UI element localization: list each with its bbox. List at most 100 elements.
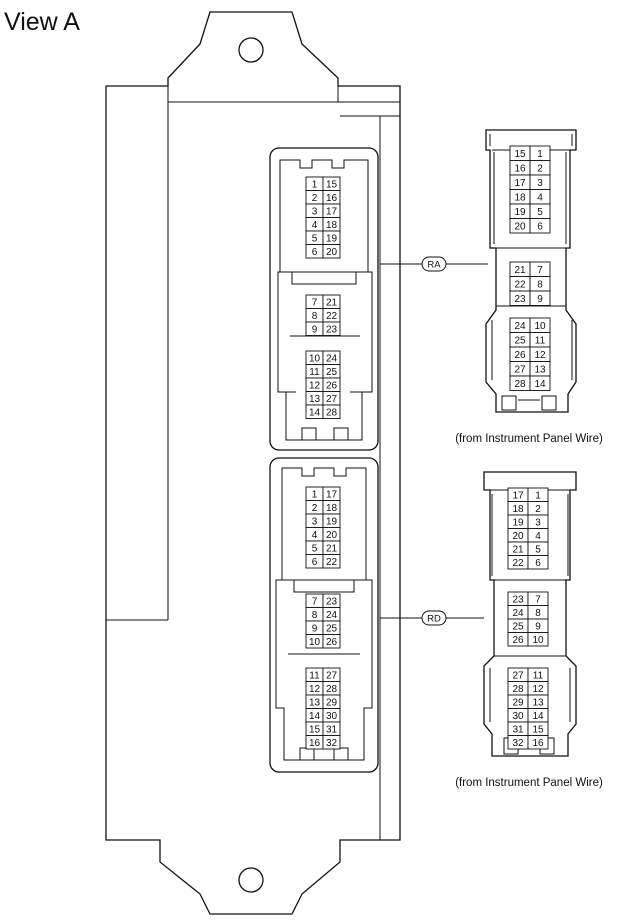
ecu-ra-pin-number: 15 — [326, 179, 338, 190]
ecu-ra-pin-number: 6 — [312, 247, 318, 258]
ecu-ra-pin-number: 7 — [312, 297, 318, 308]
ecu-ra-pin-number: 14 — [309, 407, 321, 418]
harness-ra-pin-number: 10 — [534, 321, 546, 332]
harness-rd-pin-number: 9 — [535, 621, 541, 632]
ecu-rd-pin-number: 28 — [326, 684, 338, 695]
ecu-rd-pin-number: 12 — [309, 684, 321, 695]
ecu-rd-pin-number: 13 — [309, 697, 321, 708]
ecu-rd-pin-number: 4 — [312, 530, 318, 541]
harness-rd-pin-number: 13 — [532, 697, 544, 708]
ecu-ra-pin-number: 1 — [312, 179, 318, 190]
harness-rd-pin-number: 5 — [535, 544, 541, 555]
harness-ra-pin-number: 6 — [537, 222, 543, 233]
ecu-rd-pin-number: 31 — [326, 724, 338, 735]
harness-ra-pin-number: 24 — [514, 321, 526, 332]
ecu-ra-pin-number: 5 — [312, 233, 318, 244]
mounting-hole-top — [238, 37, 264, 63]
harness-rd-pin-number: 29 — [512, 697, 524, 708]
harness-rd-pin-number: 1 — [535, 490, 541, 501]
ecu-ra-pin-number: 28 — [326, 407, 338, 418]
harness-ra-pin-number: 4 — [537, 193, 543, 204]
ecu-ra-pin-number: 25 — [326, 367, 338, 378]
ecu-rd-pin-number: 3 — [312, 516, 318, 527]
harness-rd-pin-number: 30 — [512, 711, 524, 722]
mounting-hole-bottom — [238, 867, 264, 893]
ecu-ra-pin-number: 2 — [312, 193, 318, 204]
ecu-rd-pin-number: 2 — [312, 503, 318, 514]
harness-ra-pin-number: 13 — [534, 365, 546, 376]
harness-rd-cell — [527, 632, 549, 647]
harness-ra-pin-number: 17 — [514, 178, 526, 189]
ecu-ra-cell — [322, 404, 341, 419]
ecu-ra-cell — [322, 244, 341, 259]
harness-ra-cell — [529, 375, 551, 391]
harness-ra-pin-number: 12 — [534, 350, 546, 361]
harness-ra-pin-number: 19 — [514, 207, 526, 218]
ecu-rd-pin-number: 11 — [309, 670, 320, 681]
ecu-rd-pin-number: 17 — [326, 489, 338, 500]
housing-right-rail — [340, 115, 400, 840]
harness-ra-pin-number: 8 — [537, 280, 543, 291]
ecu-rd-cell — [322, 554, 341, 569]
harness-rd-pin-number: 22 — [512, 558, 524, 569]
ecu-rd-pin-number: 6 — [312, 557, 318, 568]
harness-ra-pin-number: 21 — [514, 265, 526, 276]
harness-ra-pin-number: 23 — [514, 294, 526, 305]
harness-ra-pin-number: 16 — [514, 164, 526, 175]
harness-rd-pin-number: 17 — [512, 490, 524, 501]
ecu-housing — [105, 11, 401, 915]
harness-rd-pin-number: 2 — [535, 504, 541, 515]
harness-rd-pin-number: 26 — [512, 635, 524, 646]
ecu-rd-pin-number: 7 — [312, 596, 318, 607]
ecu-ra-pin-number: 10 — [309, 353, 321, 364]
ecu-ra-pin-number: 16 — [326, 193, 338, 204]
harness-rd-cell — [527, 555, 549, 570]
caption-rd: (from Instrument Panel Wire) — [455, 777, 603, 789]
ecu-rd-cell — [322, 634, 341, 649]
ecu-rd-pin-number: 32 — [326, 738, 338, 749]
ecu-ra-pin-number: 12 — [309, 380, 321, 391]
harness-ra-pin-number: 3 — [537, 178, 543, 189]
ecu-ra-pin-number: 18 — [326, 220, 338, 231]
harness-rd-pin-number: 20 — [512, 531, 524, 542]
ecu-ra-pin-number: 13 — [309, 394, 321, 405]
harness-ra-cell — [529, 290, 551, 306]
ecu-ra-pin-number: 17 — [326, 206, 338, 217]
ecu-rd-pin-number: 23 — [326, 596, 338, 607]
harness-ra-pin-number: 28 — [514, 379, 526, 390]
harness-ra-pin-number: 25 — [514, 336, 526, 347]
ecu-rd-pin-number: 27 — [326, 670, 338, 681]
harness-ra-pin-number: 27 — [514, 365, 526, 376]
ecu-rd-pin-number: 25 — [326, 623, 338, 634]
harness-ra-pin-number: 9 — [537, 294, 543, 305]
ecu-connector-ra — [269, 147, 379, 451]
harness-rd-pin-number: 19 — [512, 517, 524, 528]
ecu-ra-pin-number: 27 — [326, 394, 338, 405]
ecu-rd-pin-number: 5 — [312, 543, 318, 554]
harness-rd-pin-number: 27 — [512, 670, 524, 681]
harness-rd-pin-number: 12 — [532, 684, 544, 695]
ecu-rd-pin-number: 10 — [309, 637, 321, 648]
label-rd: RD — [427, 614, 441, 625]
harness-rd-pin-number: 6 — [535, 558, 541, 569]
ecu-ra-pin-number: 22 — [326, 311, 338, 322]
harness-connector-ra — [485, 129, 577, 413]
harness-ra-pin-number: 1 — [537, 149, 543, 160]
ecu-ra-pin-number: 19 — [326, 233, 338, 244]
ecu-rd-pin-number: 16 — [309, 738, 321, 749]
ecu-ra-pin-number: 11 — [309, 367, 320, 378]
harness-ra-pin-number: 22 — [514, 280, 526, 291]
harness-rd-cell — [527, 735, 549, 750]
ecu-ra-pin-number: 20 — [326, 247, 338, 258]
ecu-rd-pin-number: 19 — [326, 516, 338, 527]
harness-rd-pin-number: 14 — [532, 711, 544, 722]
label-rd-frame — [421, 610, 447, 626]
ecu-ra-pin-number: 9 — [312, 324, 318, 335]
ecu-ra-pin-number: 23 — [326, 324, 338, 335]
harness-ra-pin-number: 2 — [537, 164, 543, 175]
harness-ra-pin-number: 18 — [514, 193, 526, 204]
harness-connector-rd — [483, 471, 577, 757]
